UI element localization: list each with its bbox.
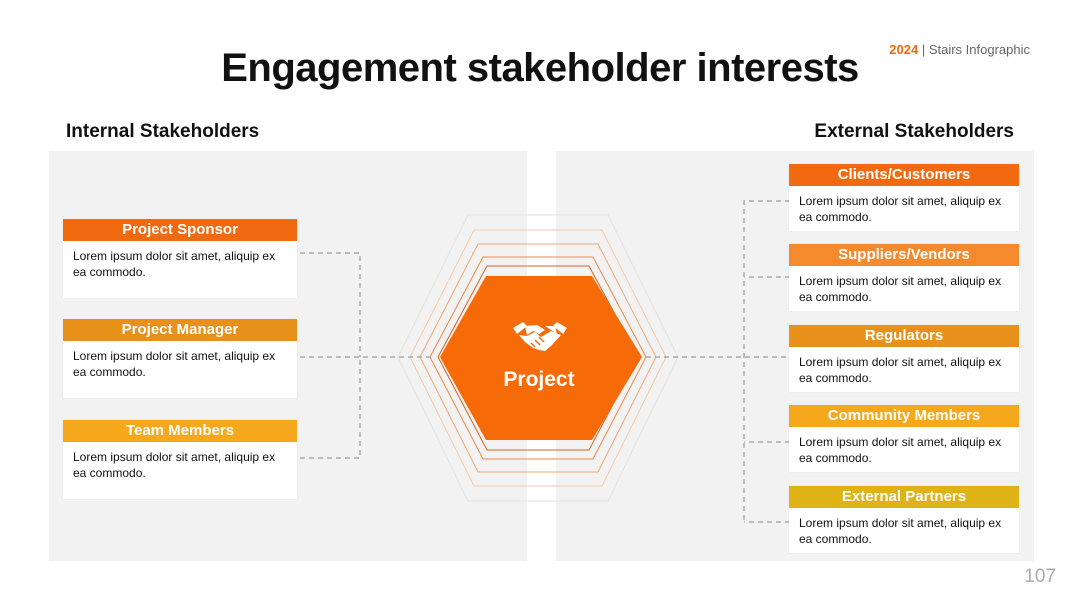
card-suppliers-vendors: Suppliers/Vendors Lorem ipsum dolor sit … [789, 244, 1019, 311]
external-stakeholders-heading: External Stakeholders [814, 121, 1014, 142]
card-clients-customers: Clients/Customers Lorem ipsum dolor sit … [789, 164, 1019, 231]
card-text: Lorem ipsum dolor sit amet, aliquip ex e… [799, 516, 1002, 546]
brand-tag: 2024 | Stairs Infographic [889, 42, 1030, 57]
card-regulators: Regulators Lorem ipsum dolor sit amet, a… [789, 325, 1019, 392]
card-text: Lorem ipsum dolor sit amet, aliquip ex e… [73, 249, 276, 279]
page-number: 107 [1024, 566, 1056, 587]
card-project-manager: Project Manager Lorem ipsum dolor sit am… [63, 319, 297, 398]
card-title: Project Manager [63, 319, 297, 341]
card-title: Team Members [63, 420, 297, 442]
page-title: Engagement stakeholder interests [221, 46, 859, 90]
card-text: Lorem ipsum dolor sit amet, aliquip ex e… [799, 435, 1002, 465]
card-text: Lorem ipsum dolor sit amet, aliquip ex e… [799, 274, 1002, 304]
card-text: Lorem ipsum dolor sit amet, aliquip ex e… [73, 349, 276, 379]
brand-label: Stairs Infographic [928, 42, 1030, 57]
card-community-members: Community Members Lorem ipsum dolor sit … [789, 405, 1019, 472]
brand-year: 2024 [889, 42, 919, 57]
card-team-members: Team Members Lorem ipsum dolor sit amet,… [63, 420, 297, 499]
card-title: Regulators [789, 325, 1019, 347]
card-project-sponsor: Project Sponsor Lorem ipsum dolor sit am… [63, 219, 297, 298]
brand-separator: | [918, 42, 929, 57]
card-title: External Partners [789, 486, 1019, 508]
card-text: Lorem ipsum dolor sit amet, aliquip ex e… [799, 194, 1002, 224]
card-title: Project Sponsor [63, 219, 297, 241]
card-external-partners: External Partners Lorem ipsum dolor sit … [789, 486, 1019, 553]
card-text: Lorem ipsum dolor sit amet, aliquip ex e… [73, 450, 276, 480]
card-title: Clients/Customers [789, 164, 1019, 186]
hub-label: Project [503, 368, 575, 391]
handshake-icon [513, 322, 567, 351]
card-text: Lorem ipsum dolor sit amet, aliquip ex e… [799, 355, 1002, 385]
card-title: Community Members [789, 405, 1019, 427]
internal-stakeholders-heading: Internal Stakeholders [66, 121, 260, 142]
card-title: Suppliers/Vendors [789, 244, 1019, 266]
